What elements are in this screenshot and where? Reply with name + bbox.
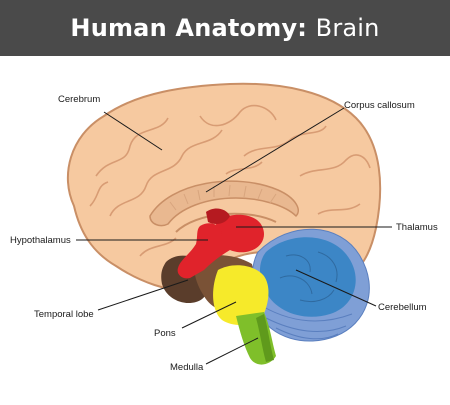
leader-corpus-callosum bbox=[205, 107, 345, 193]
title-bold: Human Anatomy: bbox=[70, 14, 308, 42]
pituitary-shape bbox=[206, 208, 230, 224]
leader-pons bbox=[181, 301, 237, 329]
pons-shape bbox=[213, 265, 269, 326]
leader-temporal-lobe bbox=[97, 279, 189, 311]
leader-cerebrum bbox=[103, 111, 163, 151]
leader-lines bbox=[76, 107, 392, 365]
spinal-cord-shape bbox=[256, 314, 274, 362]
leader-medulla bbox=[205, 337, 259, 365]
label-hypothalamus: Hypothalamus bbox=[10, 235, 71, 246]
label-medulla: Medulla bbox=[170, 362, 204, 373]
cerebellum-shape bbox=[260, 237, 356, 317]
page-title: Human Anatomy: Brain bbox=[70, 14, 379, 42]
corpus-callosum-fibers bbox=[169, 184, 277, 211]
brain-diagram: Cerebrum Corpus callosum Thalamus Hypoth… bbox=[10, 82, 438, 373]
label-cerebellum: Cerebellum bbox=[378, 302, 427, 313]
label-thalamus: Thalamus bbox=[396, 222, 438, 233]
cerebellum-folia bbox=[261, 305, 353, 340]
cerebellum-inner-folds bbox=[279, 251, 338, 303]
thalamus-shape bbox=[215, 214, 265, 253]
hypothalamus-shape bbox=[177, 223, 230, 279]
label-cerebrum: Cerebrum bbox=[58, 94, 100, 105]
label-corpus-callosum: Corpus callosum bbox=[344, 100, 415, 111]
title-light: Brain bbox=[315, 14, 380, 42]
label-temporal-lobe: Temporal lobe bbox=[34, 309, 94, 320]
label-pons: Pons bbox=[154, 328, 176, 339]
leader-cerebellum bbox=[295, 269, 377, 307]
title-bar: Human Anatomy: Brain bbox=[0, 0, 450, 56]
